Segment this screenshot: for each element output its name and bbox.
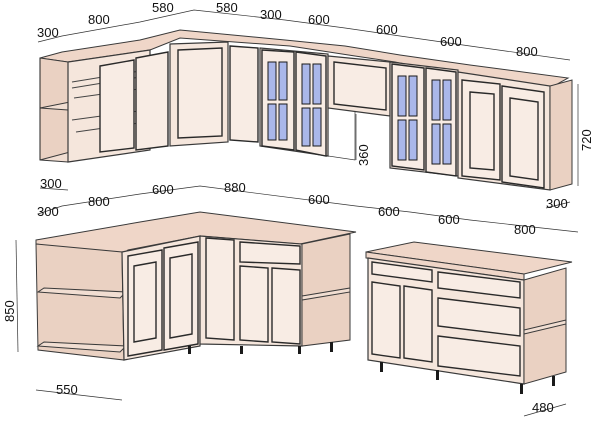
lower-corner-cabinet [121, 235, 201, 361]
lower-dim-6: 600 [378, 204, 400, 219]
upper-dim-3: 580 [152, 0, 174, 15]
lower-dim-2: 800 [88, 194, 110, 209]
lower-cabinets [35, 211, 357, 361]
lower-legs [188, 342, 333, 354]
upper-dim-7: 600 [376, 22, 398, 37]
upper-cabinets [39, 29, 573, 191]
lower-drawer-cabinet [199, 235, 303, 347]
lower-dim-1: 300 [37, 204, 59, 219]
lower-dim-5: 600 [308, 192, 330, 207]
lower-depth: 550 [56, 382, 78, 397]
lower-dim-8: 800 [514, 222, 536, 237]
upper-height: 720 [579, 129, 594, 151]
upper-dim-1: 300 [37, 25, 59, 40]
dimension-labels: 300 800 580 580 300 600 600 600 800 720 … [2, 0, 594, 415]
upper-dim-4: 580 [216, 0, 238, 15]
lower-height: 850 [2, 300, 17, 322]
upper-dim-2: 800 [88, 12, 110, 27]
upper-dim-8: 600 [440, 34, 462, 49]
lower-dim-3: 600 [152, 182, 174, 197]
upper-small-height: 360 [356, 144, 371, 166]
lower-dim-4: 880 [224, 180, 246, 195]
lower-open-shelf-unit [35, 243, 128, 361]
upper-glass-cabinet-2 [389, 61, 459, 177]
island-cabinet [365, 241, 573, 394]
upper-left-depth: 300 [40, 176, 62, 191]
dimension-lines [15, 9, 579, 417]
upper-glass-cabinet-1 [259, 47, 329, 157]
island-depth: 480 [532, 400, 554, 415]
upper-right-depth: 300 [546, 196, 568, 211]
upper-corner-cabinet [169, 41, 259, 147]
upper-dish-rack-cabinet [67, 49, 169, 163]
lower-dim-7: 600 [438, 212, 460, 227]
upper-lift-cabinet [327, 55, 391, 161]
upper-dim-5: 300 [260, 7, 282, 22]
upper-dim-6: 600 [308, 12, 330, 27]
upper-dim-9: 800 [516, 44, 538, 59]
upper-right-cabinet [457, 71, 573, 191]
